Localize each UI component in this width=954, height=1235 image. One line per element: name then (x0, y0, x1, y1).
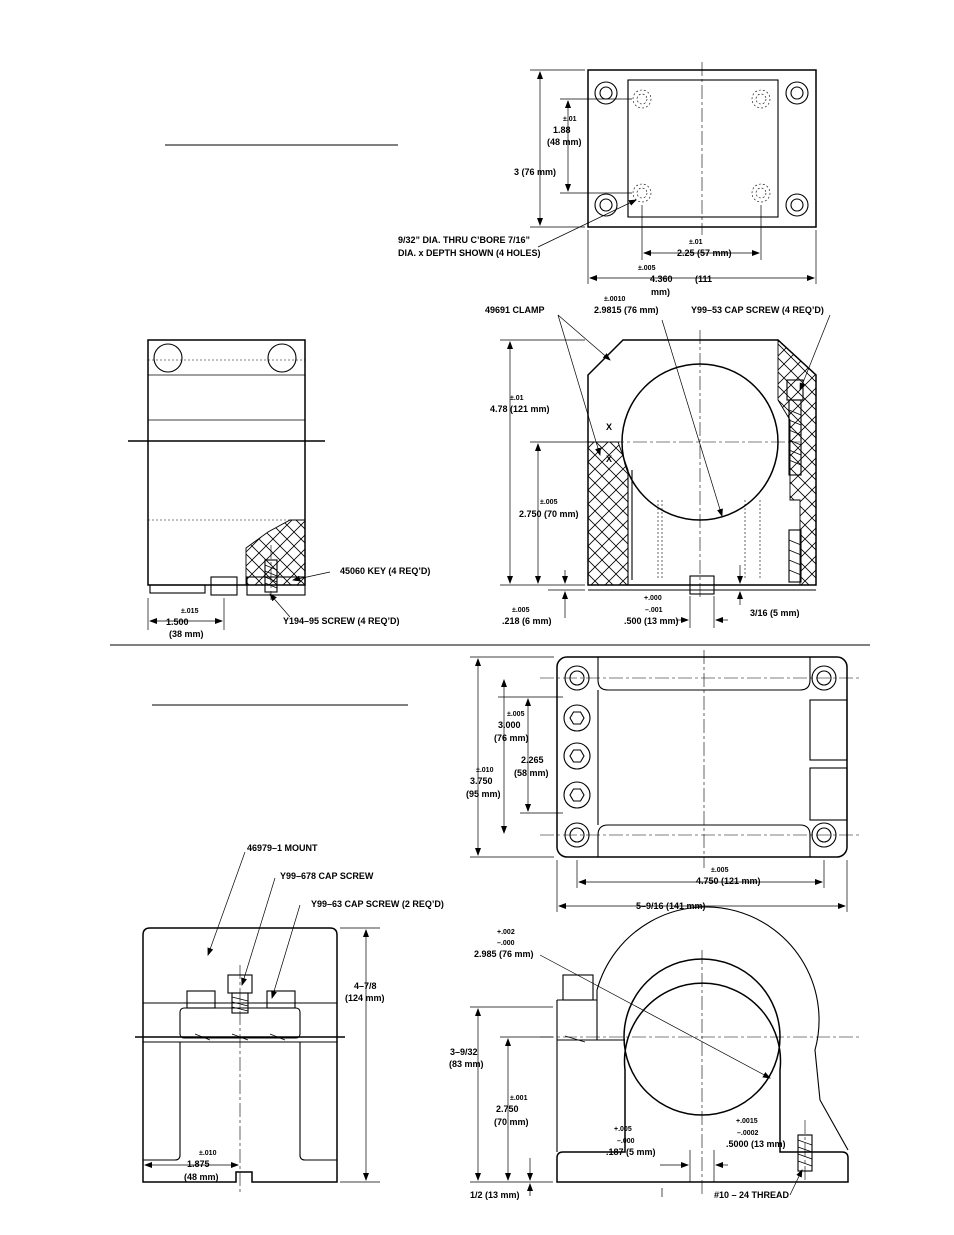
v2-front-dim-5000: .5000 (13 mm) (726, 1139, 786, 1149)
v1-top-tol-01b: ±.01 (689, 239, 703, 246)
v1-front-tol-005b: ±.005 (512, 607, 530, 614)
counterbore-hole-icon (594, 81, 809, 217)
v2-top-tol-010: ±.010 (476, 767, 494, 774)
v2-front-dim-3932-mm: (83 mm) (449, 1059, 484, 1069)
v1-side-tol-015: ±.015 (181, 608, 199, 615)
v2-side-dim-1875: 1.875 (187, 1159, 210, 1169)
view1-top-plate (530, 62, 817, 284)
v2-front-dim-12: 1/2 (13 mm) (470, 1190, 520, 1200)
v1-front-dim-218: .218 (6 mm) (502, 616, 552, 626)
view2-top-view (470, 650, 860, 912)
v2-side-label-mount: 46979–1 MOUNT (247, 843, 318, 853)
v1-front-tol-005: ±.005 (540, 499, 558, 506)
v1-top-dim-225: 2.25 (57 mm) (677, 248, 732, 258)
v1-top-tol-01: ±.01 (563, 116, 577, 123)
v1-front-label-capscrew: Y99–53 CAP SCREW (4 REQ’D) (691, 305, 824, 315)
v2-top-dim-2265: 2.265 (521, 755, 544, 765)
v1-front-dim-500: .500 (13 mm) (624, 616, 679, 626)
v2-side-tol-010: ±.010 (199, 1150, 217, 1157)
hex-socket-screw-icon (563, 704, 591, 809)
v1-top-dim-3: 3 (76 mm) (514, 167, 556, 177)
v1-front-tol-minus001: –.001 (645, 607, 663, 614)
v2-side-dim-1875-mm: (48 mm) (184, 1172, 219, 1182)
v1-front-dim-2750: 2.750 (70 mm) (519, 509, 579, 519)
v2-side-label-cap63: Y99–63 CAP SCREW (2 REQ’D) (311, 899, 444, 909)
v1-side-label-key: 45060 KEY (4 REQ’D) (340, 566, 430, 576)
v1-front-dim-316: 3/16 (5 mm) (750, 608, 800, 618)
v2-front-dim-2750: 2.750 (496, 1104, 519, 1114)
v1-front-dim-29815: 2.9815 (76 mm) (594, 305, 659, 315)
v2-top-dim-5916: 5–9/16 (141 mm) (636, 901, 706, 911)
view2-side-mount (135, 851, 380, 1195)
v1-top-note-hole-1: 9/32” DIA. THRU C’BORE 7/16” (398, 235, 530, 245)
v1-top-dim-188: 1.88 (553, 125, 571, 135)
v2-top-dim-3750-mm: (95 mm) (466, 789, 501, 799)
v2-top-dim-4750: 4.750 (121 mm) (696, 876, 761, 886)
v2-front-dim-187: .187 (5 mm) (606, 1147, 656, 1157)
v1-top-dim-4360-mm-a: (111 (695, 274, 712, 284)
v2-side-dim-478-mm: (124 mm) (345, 993, 385, 1003)
v2-top-dim-2265-mm: (58 mm) (514, 768, 549, 778)
v1-front-tol-plus000: +.000 (644, 595, 662, 602)
v2-top-dim-3750: 3.750 (470, 776, 493, 786)
v1-front-tol-01: ±.01 (510, 395, 524, 402)
v2-front-tol-plus0015: +.0015 (736, 1118, 758, 1125)
v1-top-dim-4360-mm-b: mm) (651, 287, 670, 297)
v1-top-note-hole-2: DIA. x DEPTH SHOWN (4 HOLES) (398, 248, 541, 258)
view1-side-view (128, 339, 331, 630)
v1-side-dim-1500-mm: (38 mm) (169, 629, 204, 639)
v2-front-tol-minus000b: –.000 (617, 1138, 635, 1145)
v2-top-tol-005b: ±.005 (711, 867, 729, 874)
v2-front-dim-2750-mm: (70 mm) (494, 1117, 529, 1127)
v2-side-dim-478: 4–7/8 (354, 981, 377, 991)
v2-front-tol-minus0002: –.0002 (737, 1130, 759, 1137)
v2-front-tol-001: ±.001 (510, 1095, 528, 1102)
view1-front-clamp (500, 314, 831, 628)
v2-front-tol-minus000: –.000 (497, 940, 515, 947)
v1-side-dim-1500: 1.500 (166, 617, 189, 627)
v1-top-dim-188-mm: (48 mm) (547, 137, 582, 147)
v1-front-mark-x2: X (606, 454, 612, 464)
v2-top-dim-3000: 3.000 (498, 720, 521, 730)
view2-front-mount (470, 906, 860, 1197)
v1-top-dim-4360: 4.360 (650, 274, 673, 284)
v1-front-dim-478: 4.78 (121 mm) (490, 404, 550, 414)
v1-front-label-clamp: 49691 CLAMP (485, 305, 545, 315)
v1-side-label-screw: Y194–95 SCREW (4 REQ’D) (283, 616, 400, 626)
v2-front-label-thread: #10 – 24 THREAD (714, 1190, 790, 1200)
v1-front-tol-0010: ±.0010 (604, 296, 625, 303)
v2-side-label-cap678: Y99–678 CAP SCREW (280, 871, 374, 881)
v2-top-tol-005: ±.005 (507, 711, 525, 718)
bolt-hole-icon (564, 665, 837, 848)
v2-front-dim-3932: 3–9/32 (450, 1047, 478, 1057)
v2-front-tol-plus002: +.002 (497, 929, 515, 936)
v1-top-tol-005: ±.005 (638, 265, 656, 272)
v2-top-dim-3000-mm: (76 mm) (494, 733, 529, 743)
v2-front-tol-plus005: +.005 (614, 1126, 632, 1133)
v1-front-mark-x1: X (606, 422, 612, 432)
v2-front-dim-2985: 2.985 (76 mm) (474, 949, 534, 959)
